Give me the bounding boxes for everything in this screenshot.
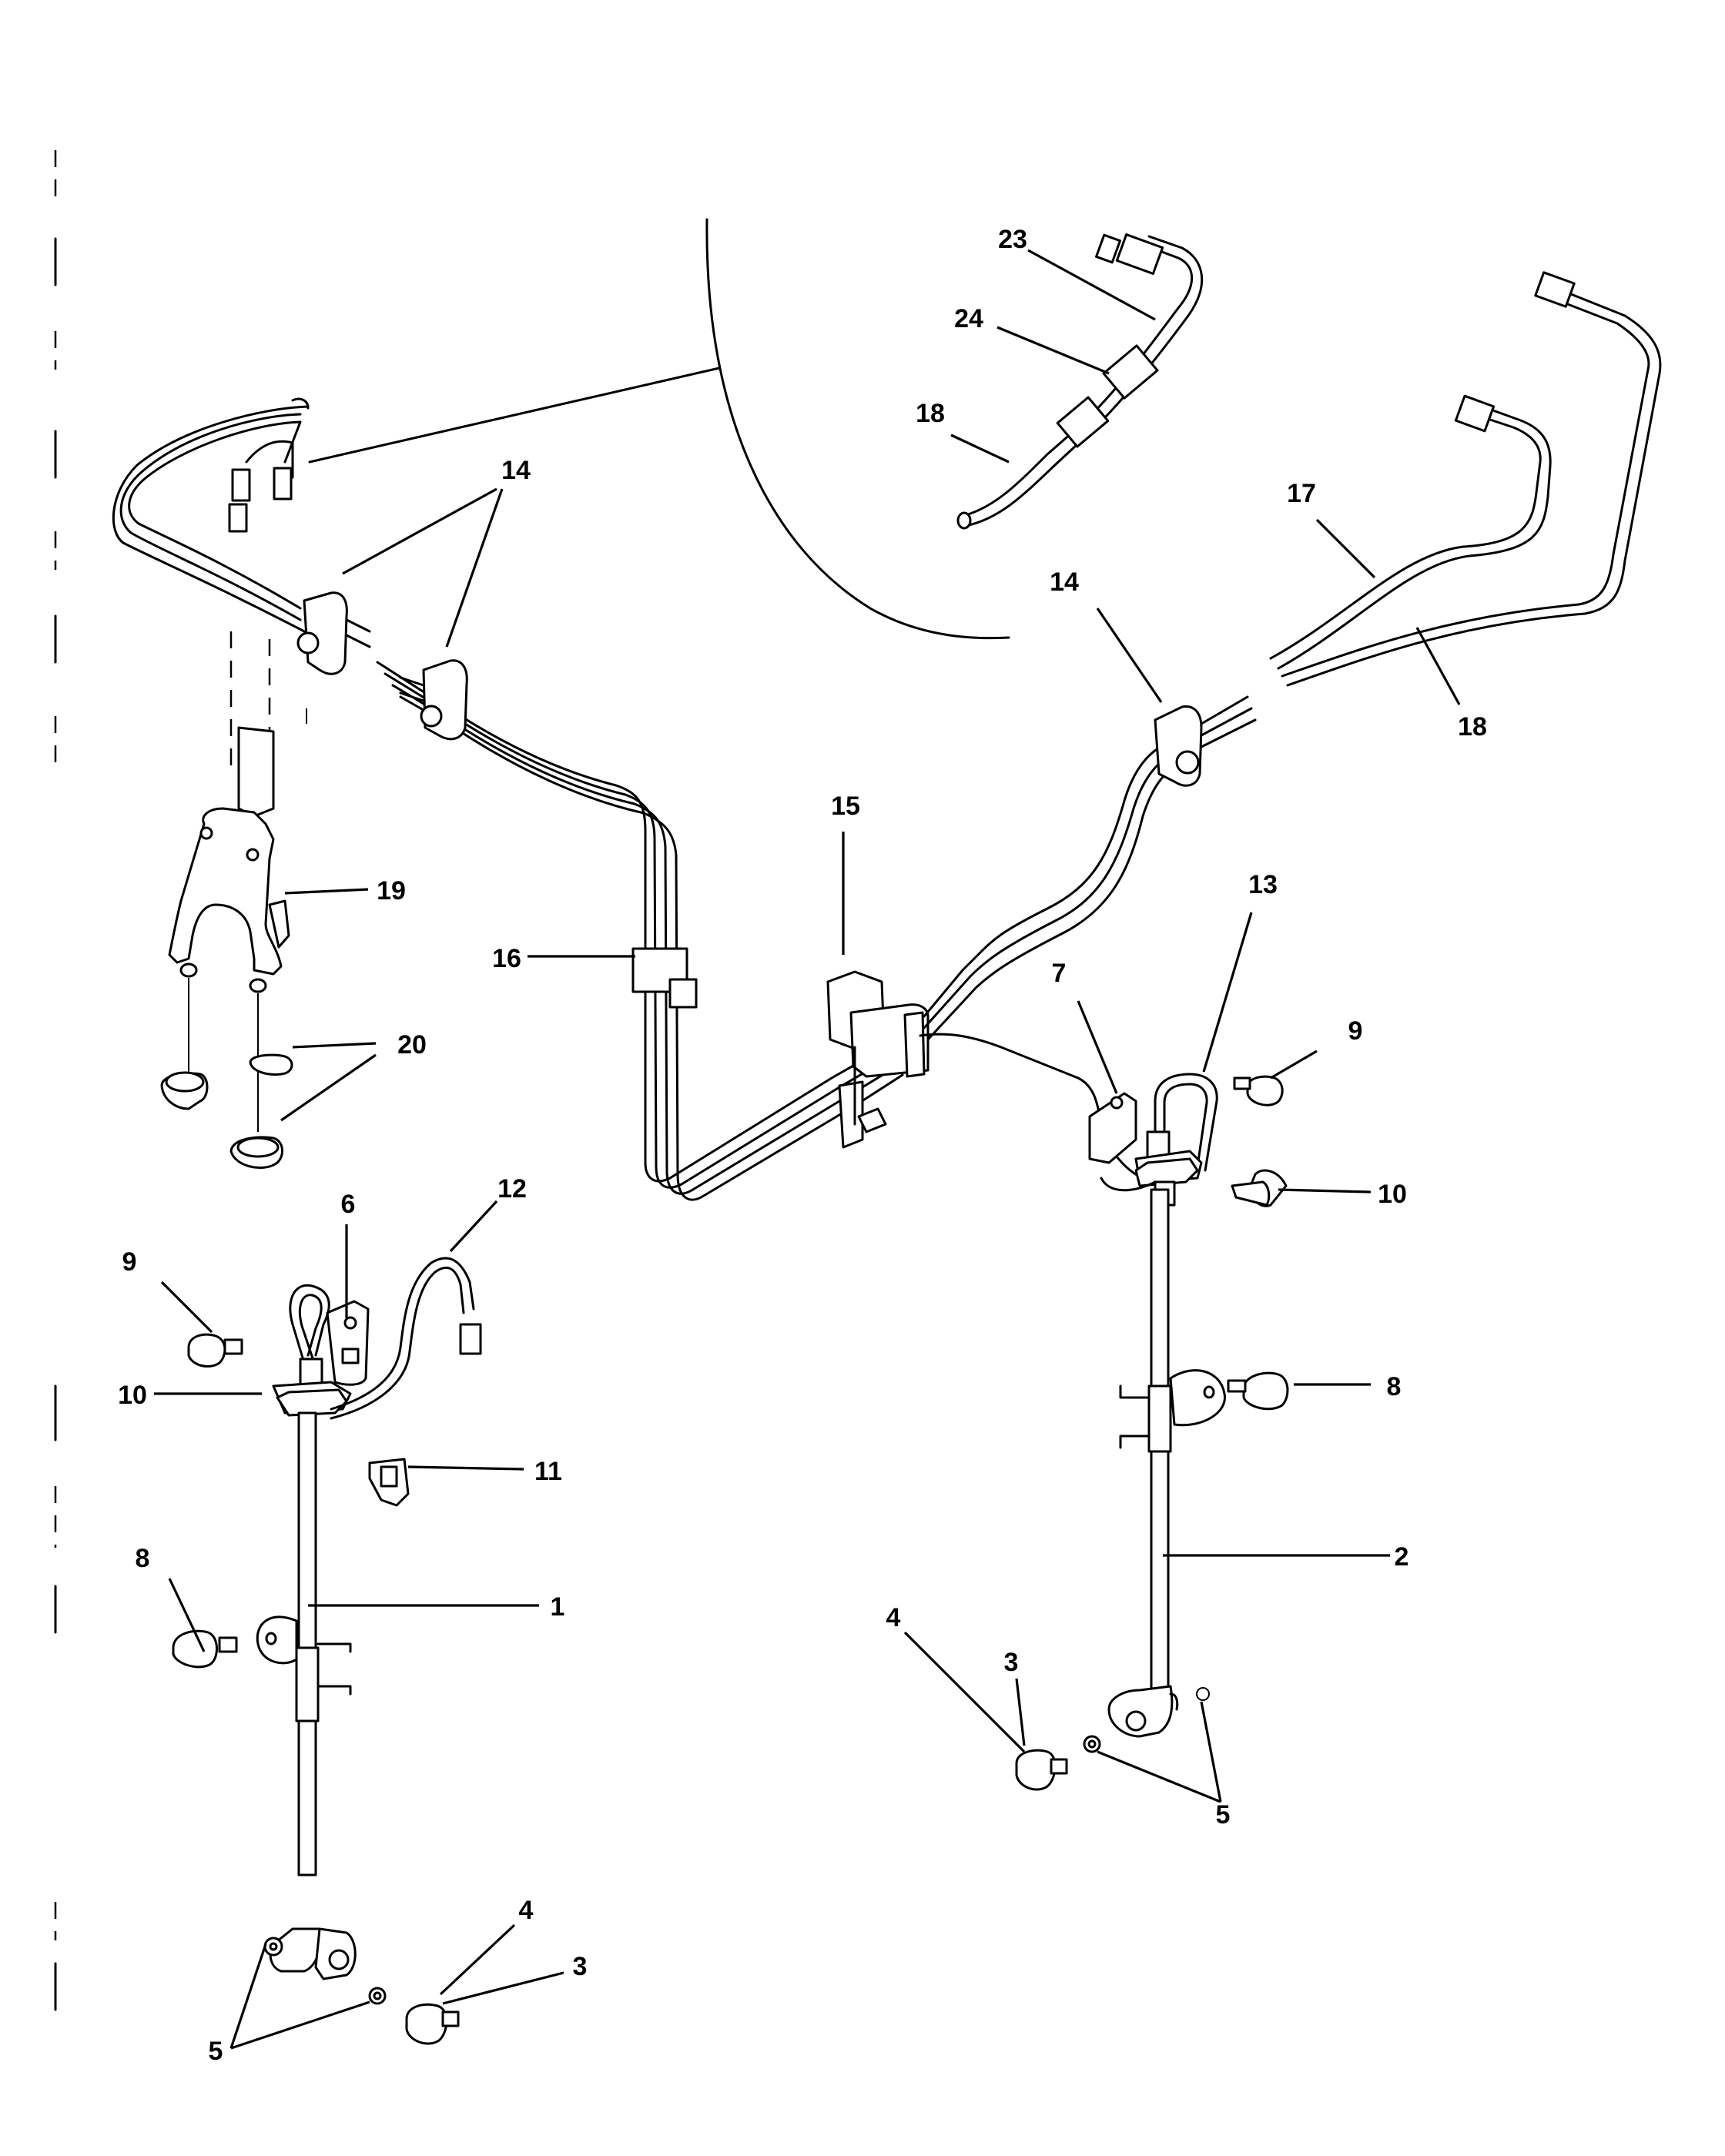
callout-1: 1 (551, 1592, 565, 1622)
callout-7: 7 (1052, 959, 1067, 988)
callout-2: 2 (1395, 1542, 1409, 1572)
upper-left-bundle (112, 397, 468, 741)
callout-12: 12 (497, 1174, 527, 1204)
callout-14: 14 (1050, 567, 1079, 597)
callout-14: 14 (501, 456, 531, 485)
junction-block-15 (826, 742, 1187, 1183)
callout-labels: 1 2 3 3 4 4 5 5 6 7 8 8 9 9 10 10 11 12 … (118, 225, 1487, 2066)
bracket-19 (160, 726, 293, 1169)
callout-4: 4 (519, 1896, 534, 1925)
callout-3: 3 (1004, 1648, 1019, 1677)
callout-19: 19 (377, 876, 406, 906)
main-tube-bundle (376, 661, 904, 1201)
callout-23: 23 (998, 225, 1027, 254)
callout-10: 10 (118, 1381, 147, 1410)
callout-3: 3 (573, 1952, 588, 1981)
union-detail (956, 233, 1204, 530)
right-clip-14 (1154, 695, 1257, 787)
right-upper-tubes (1269, 271, 1662, 687)
callout-8: 8 (1387, 1372, 1402, 1401)
left-hose-assembly (172, 1180, 1271, 2045)
leader-lines (154, 249, 1461, 2050)
callout-16: 16 (492, 944, 521, 973)
callout-24: 24 (954, 304, 983, 333)
callout-15: 15 (831, 792, 860, 821)
detail-inset-arc (308, 218, 1010, 640)
callout-4: 4 (886, 1603, 901, 1632)
callout-18: 18 (916, 399, 945, 428)
callout-9: 9 (1348, 1016, 1363, 1046)
callout-5: 5 (209, 2037, 223, 2066)
callout-6: 6 (341, 1190, 356, 1219)
callout-17: 17 (1287, 479, 1316, 508)
callout-13: 13 (1248, 870, 1278, 899)
callout-10: 10 (1378, 1180, 1407, 1209)
bracket-guides (229, 631, 307, 770)
right-hose-assembly (1015, 1073, 1289, 1791)
callout-9: 9 (122, 1247, 137, 1277)
callout-18: 18 (1458, 712, 1487, 742)
callout-5: 5 (1216, 1800, 1231, 1830)
callout-20: 20 (397, 1030, 427, 1060)
callout-11: 11 (534, 1457, 562, 1486)
callout-8: 8 (136, 1544, 150, 1573)
